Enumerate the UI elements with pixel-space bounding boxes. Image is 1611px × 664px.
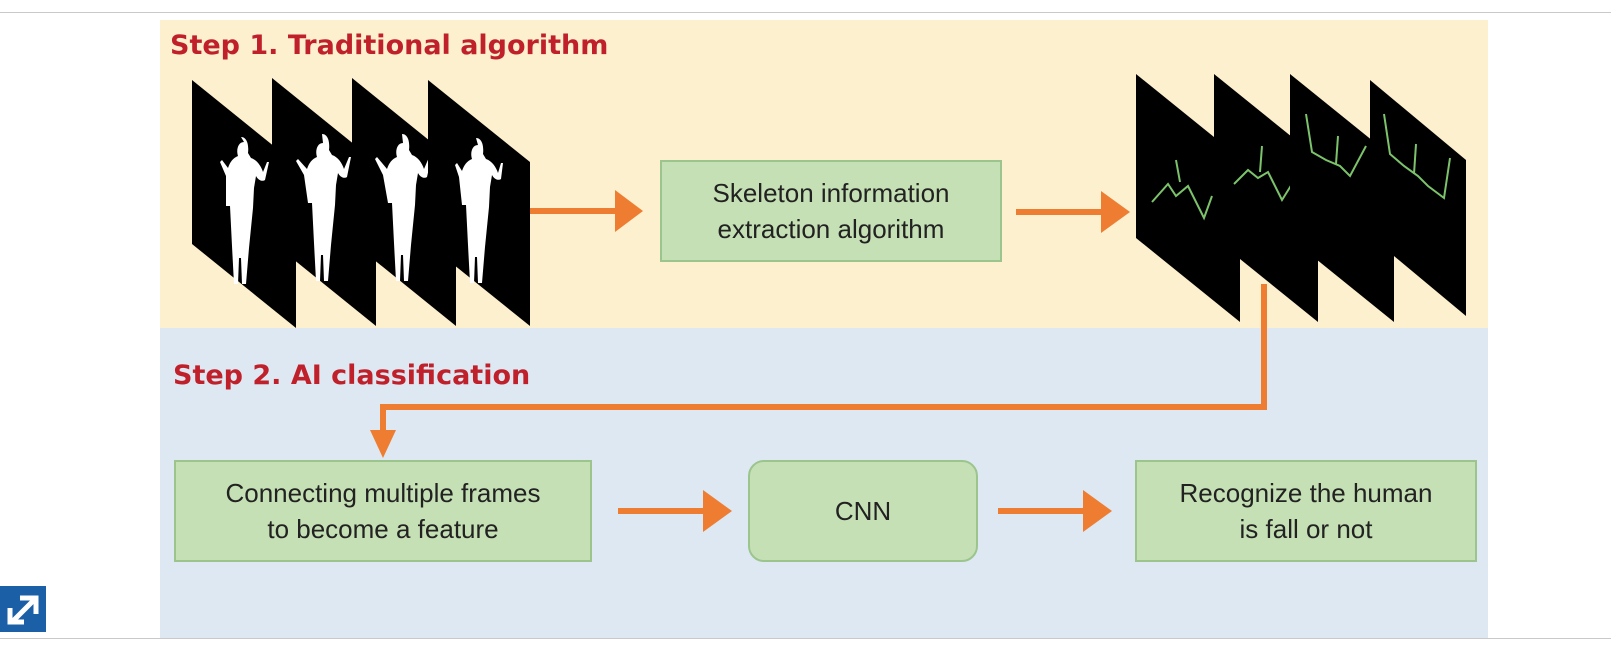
silhouette-frame	[192, 80, 296, 328]
flow-arrows	[370, 190, 1267, 532]
skeleton-frame	[1214, 74, 1318, 322]
bottom-divider	[0, 638, 1611, 639]
step1-title: Step 1. Traditional algorithm	[170, 30, 609, 61]
cnn-box: CNN	[748, 460, 978, 562]
skeleton-lines	[1305, 113, 1367, 178]
skeleton-lines	[1233, 168, 1293, 203]
arrow-skeleton-to-frames	[1016, 191, 1130, 233]
arrow-frames-to-connect	[370, 284, 1267, 458]
skeleton-lines	[1383, 113, 1451, 200]
arrow-silhouettes-to-skeleton	[530, 190, 643, 232]
arrow-connect-to-cnn	[618, 490, 732, 532]
skeleton-frame	[1136, 74, 1240, 322]
skeleton-lines	[1151, 182, 1213, 221]
skeleton-frames	[1136, 74, 1466, 322]
silhouette-frame	[352, 78, 456, 326]
step2-title: Step 2. AI classification	[173, 360, 531, 391]
silhouette-frames	[192, 78, 530, 328]
skeleton-extraction-box: Skeleton information extraction algorith…	[660, 160, 1002, 262]
silhouette-frame	[428, 80, 530, 326]
expand-arrow-icon[interactable]	[0, 586, 46, 632]
skeleton-frame	[1370, 80, 1466, 316]
silhouette-frame	[272, 78, 376, 326]
top-divider	[0, 12, 1611, 13]
arrow-cnn-to-recognize	[998, 490, 1112, 532]
recognize-fall-box: Recognize the human is fall or not	[1135, 460, 1477, 562]
skeleton-frame	[1290, 74, 1394, 322]
connect-frames-box: Connecting multiple frames to become a f…	[174, 460, 592, 562]
